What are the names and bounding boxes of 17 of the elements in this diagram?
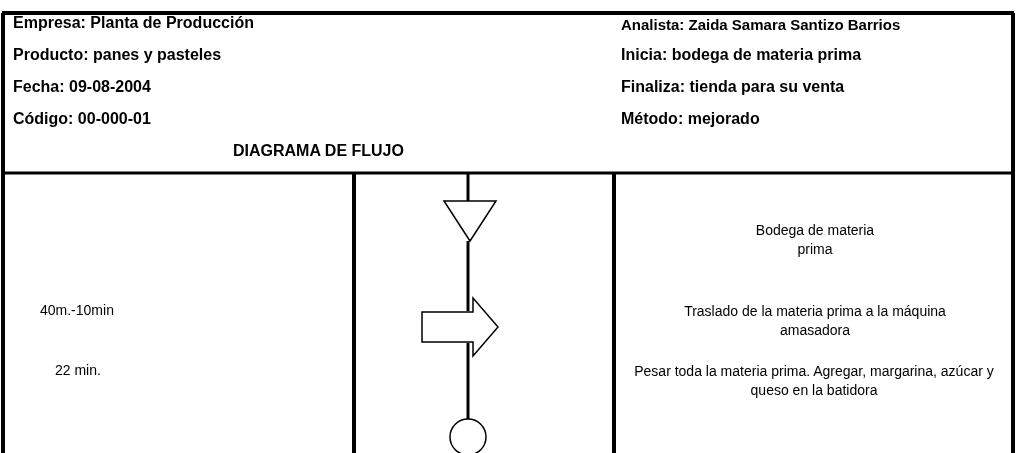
header-field: Producto: panes y pasteles (13, 46, 222, 64)
header-field: Método: mejorado (621, 110, 760, 128)
header-field: Analista: Zaida Samara Santizo Barrios (621, 16, 901, 33)
flow-line (466, 343, 470, 419)
step-description: Pesar toda la materia prima. Agregar, margarina, azúcar y queso en la batidora (633, 362, 995, 400)
section-heading: DIAGRAMA DE FLUJO (233, 142, 404, 160)
time-label: 40m.-10min (40, 302, 114, 318)
header-field: Finaliza: tienda para su venta (621, 78, 845, 96)
step-description: Bodega de materia prima (754, 221, 876, 259)
header-field: Empresa: Planta de Producción (13, 14, 254, 32)
step-description: Traslado de la materia prima a la máquina amasadora (683, 302, 947, 340)
header-field: Fecha: 09-08-2004 (13, 78, 151, 96)
time-label: 22 min. (55, 362, 101, 378)
flow-line (466, 241, 470, 311)
flow-line (466, 173, 470, 201)
header-field: Código: 00-000-01 (13, 110, 151, 128)
header-field: Inicia: bodega de materia prima (621, 46, 862, 64)
